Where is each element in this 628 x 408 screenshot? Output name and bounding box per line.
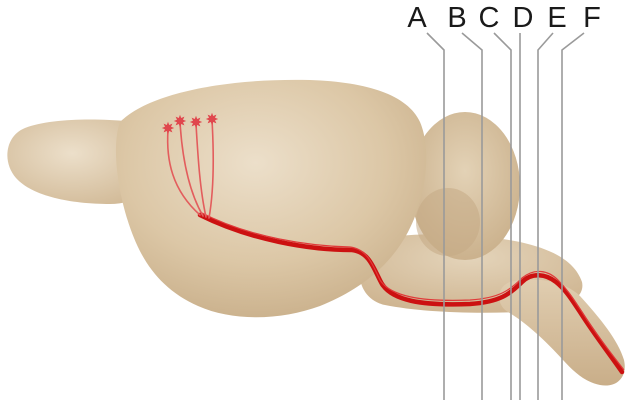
section-labels: A B C D E F (407, 2, 601, 34)
neuron-icon-4 (206, 113, 218, 125)
cerebellum-shade (416, 188, 480, 256)
neuron-icon-3 (190, 116, 202, 128)
section-label-e: E (547, 2, 566, 34)
section-label-c: C (479, 2, 500, 34)
section-label-b: B (447, 2, 466, 34)
section-label-d: D (513, 2, 534, 34)
neuron-icon-1 (162, 122, 174, 134)
section-label-f: F (583, 2, 601, 34)
neuron-icon-2 (174, 115, 186, 127)
section-label-a: A (407, 2, 427, 34)
